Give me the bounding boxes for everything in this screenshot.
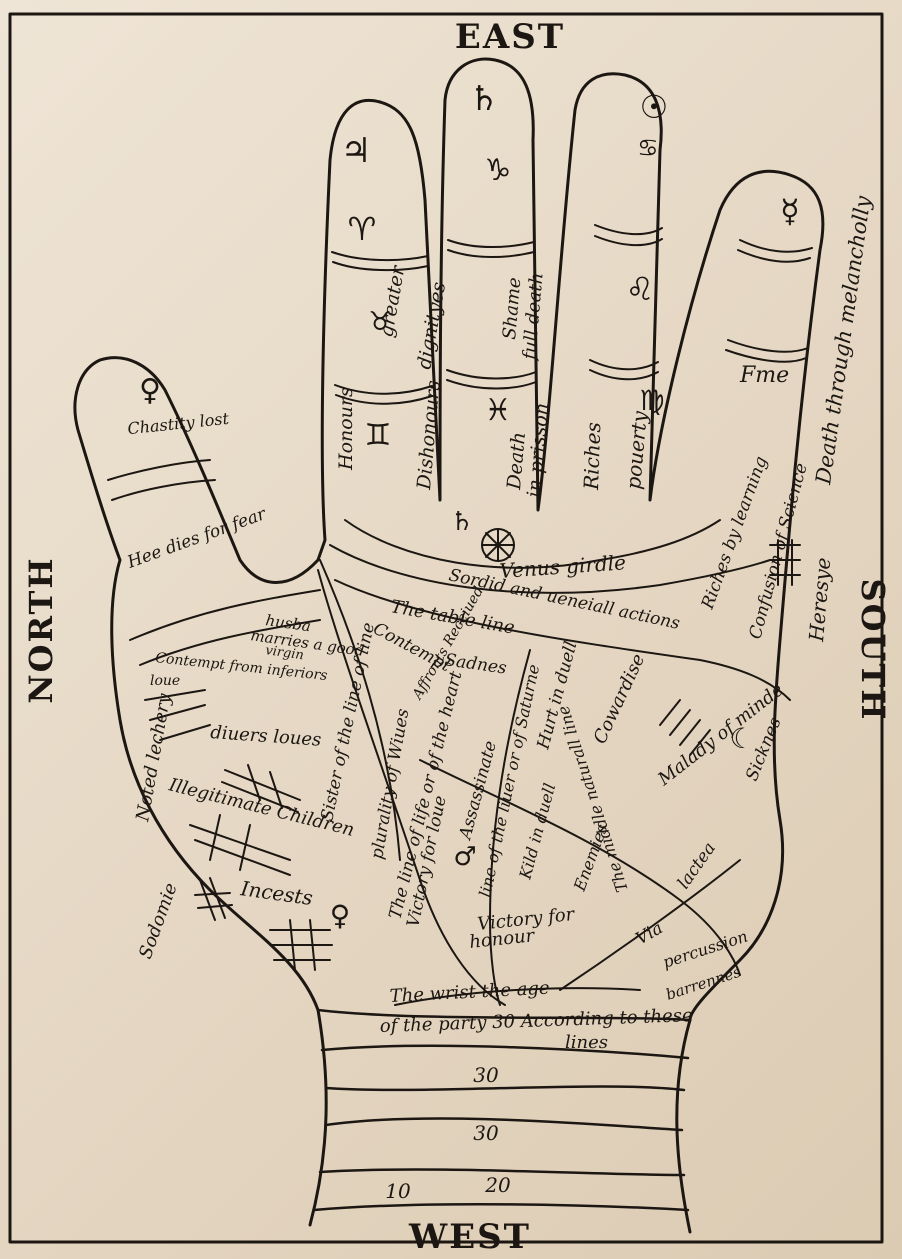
label-wrist-caption-2: of the party 30 According to these: [379, 1005, 692, 1037]
thumb-line-1: [129, 589, 321, 641]
leo-symbol: ♌: [626, 270, 655, 308]
label-greater: greater: [375, 262, 409, 338]
saturn-symbol: ♄: [469, 79, 499, 119]
compass-south: SOUTH: [854, 579, 892, 722]
mercury-symbol: ☿: [780, 192, 800, 230]
hand-outline: [73, 57, 825, 1022]
finger-creases: [107, 224, 813, 501]
sister-line: [319, 559, 401, 861]
label-via: Via: [633, 918, 667, 949]
jupiter-symbol: ♃: [341, 131, 371, 171]
label-hee-dies-for-fear: Hee dies for fear: [124, 504, 269, 573]
label-kild-in-duell: Kild in duell: [515, 781, 559, 882]
label-incests: Incests: [238, 876, 314, 910]
label-wrist-caption-3: lines: [565, 1032, 608, 1053]
venus-symbol-thumb: ♀: [139, 373, 161, 408]
sun-symbol: ☉: [640, 88, 669, 126]
taurus-symbol: ♉: [368, 307, 391, 337]
wheel-spokes: [481, 528, 515, 562]
via-lactea-line: [559, 859, 741, 991]
middle-natural-line: [419, 759, 741, 976]
venus-symbol-palm: ♀: [330, 899, 351, 932]
wrist-number-3: 10: [385, 1179, 411, 1203]
sordid-line: [329, 544, 771, 594]
compass-west: WEST: [408, 1217, 531, 1257]
label-dignityes: dignityes: [413, 280, 450, 371]
label-lactea: lactea: [674, 839, 720, 893]
aries-symbol: ♈: [348, 210, 377, 248]
label-noted-lechery: Noted lechery: [132, 691, 175, 824]
table-line: [334, 579, 791, 701]
moon-symbol: ☾: [729, 722, 754, 755]
pisces-symbol: ♓: [485, 393, 512, 428]
wrist-number-2: 30: [473, 1121, 499, 1145]
compass-east: EAST: [455, 17, 565, 57]
label-death-in-prisson-2: in prisson: [523, 402, 553, 498]
wrist-number-4: 20: [484, 1173, 511, 1197]
venus-girdle-line: [344, 519, 721, 569]
label-pouerty: pouerty: [621, 409, 652, 490]
label-wrist-caption-1: The wrist the age: [389, 978, 550, 1007]
plate-border: [8, 12, 884, 1244]
label-venus-girdle: Venus girdle: [499, 550, 627, 583]
mars-symbol: ♂: [453, 842, 476, 872]
label-honours: Honours: [335, 387, 357, 471]
saturn-symbol-palm: ♄: [450, 507, 473, 537]
label-loue: loue: [150, 673, 180, 689]
cancer-symbol: ♋: [637, 134, 659, 162]
label-heresye: Heresye: [804, 557, 835, 644]
label-death-in-prisson-1: Death: [503, 431, 530, 491]
life-line: [317, 569, 506, 1006]
palm-lines: [129, 519, 791, 1006]
wrist-band: [312, 1008, 692, 1212]
label-diuers-loues: diuers loues: [210, 722, 322, 751]
label-cowardise: Cowardise: [589, 651, 649, 747]
wrist-age-line: [394, 987, 641, 1006]
gemini-symbol: ♊: [365, 418, 392, 453]
label-virgin: virgin: [264, 643, 304, 663]
label-chastity-lost: Chastity lost: [127, 409, 231, 439]
label-fme: Fme: [739, 363, 789, 388]
capricorn-symbol: ♑: [485, 153, 512, 188]
label-sodomie: Sodomie: [135, 880, 182, 961]
label-riches: Riches: [579, 422, 605, 491]
virgo-symbol: ♍: [639, 384, 664, 417]
wrist-outline: [308, 1008, 692, 1234]
thumb-line-2: [139, 619, 321, 666]
compass-north: NORTH: [22, 556, 60, 703]
saturn-line: [489, 649, 531, 1006]
palm-hatching: [144, 539, 801, 971]
wrist-number-1: 30: [473, 1063, 499, 1087]
